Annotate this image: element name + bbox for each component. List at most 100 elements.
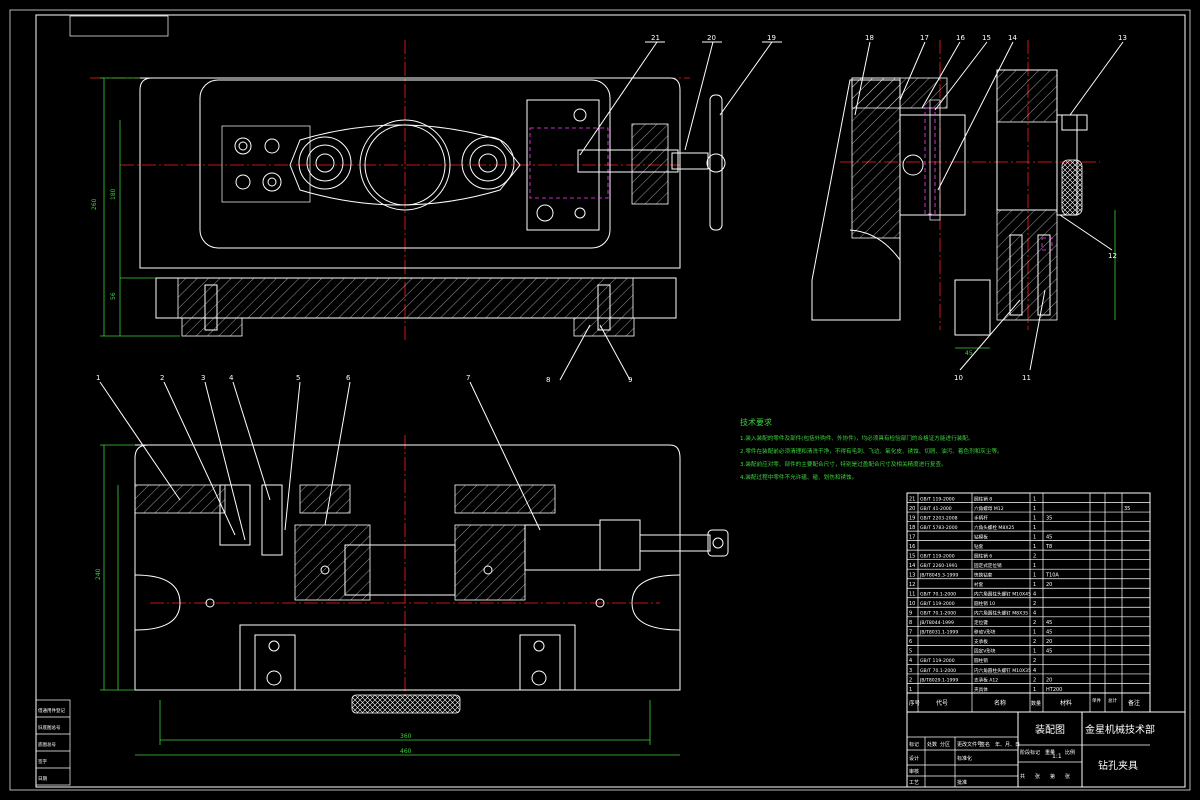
stamp-row-2: 旧底图总号 xyxy=(38,724,61,731)
bom-cell-qty: 1 xyxy=(1033,515,1036,521)
bom-cell-qty: 2 xyxy=(1033,601,1036,607)
bom-cell-mat: T10A xyxy=(1045,573,1059,579)
bom-cell-name: 内六角圆柱头螺钉 M10X45 xyxy=(974,591,1031,598)
product-name: 钻孔夹具 xyxy=(1098,759,1138,772)
tech-req-item-3: 3.装配前应对零、部件的主要配合尺寸，特别是过盈配合尺寸及相关精度进行复查。 xyxy=(740,460,947,468)
top-front-view: 260 180 56 21 20 19 8 9 xyxy=(90,34,782,384)
bom-cell-code: JB/T8029.1-1999 xyxy=(919,677,958,683)
balloon-5: 5 xyxy=(296,374,300,382)
bom-cell-qty: 4 xyxy=(1033,668,1036,674)
bom-cell-name: 六角螺母 M12 xyxy=(974,505,1004,512)
scale-label: 比例 xyxy=(1065,749,1075,756)
bom-cell-name: 六角头螺栓 M8X25 xyxy=(974,524,1014,531)
bom-cell-qty: 1 xyxy=(1033,687,1036,693)
bom-cell-qty: 1 xyxy=(1033,582,1036,588)
bom-cell-no: 20 xyxy=(909,506,915,512)
bom-cell-code: GB/T 119-2000 xyxy=(920,496,955,502)
balloon-19: 19 xyxy=(767,34,776,42)
outer-border xyxy=(9,9,1191,791)
bom-cell-code: JB/T8044-1999 xyxy=(919,620,954,626)
bom-col-unit: 单件 xyxy=(1092,697,1101,704)
bom-cell-qty: 1 xyxy=(1033,525,1036,531)
bom-cell-no: 2 xyxy=(909,677,912,683)
stage-mark: 阶段标记 xyxy=(1020,749,1040,756)
bom-cell-qty: 4 xyxy=(1033,611,1036,617)
sign-signature: 签名 xyxy=(980,741,990,748)
bom-col-total: 总计 xyxy=(1108,697,1117,704)
balloon-14: 14 xyxy=(1008,34,1017,42)
bom-cell-qty: 1 xyxy=(1033,496,1036,502)
sheet-total-1: 共 xyxy=(1020,773,1025,780)
bom-cell-no: 12 xyxy=(909,582,915,588)
bom-cell-name: 手柄杆 xyxy=(974,514,988,521)
bom-cell-no: 21 xyxy=(909,496,915,502)
bom-cell-name: 定位键 xyxy=(974,619,988,626)
bom-cell-no: 15 xyxy=(909,553,915,559)
balloon-16: 16 xyxy=(956,34,965,42)
dim-top-base: 56 xyxy=(110,292,117,300)
bom-cell-mat: 20 xyxy=(1046,677,1052,683)
bom-cell-no: 14 xyxy=(909,563,915,569)
stamp-row-3: 底图总号 xyxy=(38,741,56,748)
bom-cell-no: 8 xyxy=(909,620,912,626)
balloon-11: 11 xyxy=(1022,374,1031,382)
bom-cell-no: 18 xyxy=(909,525,915,531)
scale-value: 1:1 xyxy=(1052,753,1062,760)
sign-count: 处数 xyxy=(927,741,937,748)
bom-cell-mat: 20 xyxy=(1046,582,1052,588)
bom-cell-name: 圆柱销 6 xyxy=(974,552,992,559)
bom-cell-name: 内六角圆柱头螺钉 M8X35 xyxy=(974,610,1028,617)
balloon-1: 1 xyxy=(96,374,100,382)
company-name: 金星机械技术部 xyxy=(1085,723,1155,736)
weight-label: 重量 xyxy=(1045,749,1055,756)
sign-review: 审核 xyxy=(909,768,919,775)
bom-cell-no: 6 xyxy=(909,639,912,645)
bom-cell-name: 衬套 xyxy=(974,581,984,588)
sign-zone: 分区 xyxy=(940,741,950,748)
dim-side-small: 45 xyxy=(965,350,973,357)
bom-cell-no: 3 xyxy=(909,668,912,674)
balloon-18: 18 xyxy=(865,34,874,42)
plan-view: 360 460 240 1 2 3 4 5 6 7 xyxy=(95,374,729,756)
bom-cell-no: 5 xyxy=(909,649,912,655)
bom-col-code: 代号 xyxy=(936,699,948,707)
bom-cell-no: 11 xyxy=(909,592,915,598)
bom-cell-no: 4 xyxy=(909,658,912,664)
bom-cell-name: 内六角圆柱头螺钉 M10X35 xyxy=(974,667,1031,674)
bom-cell-no: 13 xyxy=(909,573,915,579)
bom-cell-no: 16 xyxy=(909,544,915,550)
bom-cell-qty: 1 xyxy=(1033,649,1036,655)
bom-cell-code: GB/T 2203-2008 xyxy=(920,515,958,521)
tech-req-item-4: 4.装配过程中零件不允许磕、碰、划伤和锈蚀。 xyxy=(740,473,857,481)
balloon-10: 10 xyxy=(954,374,963,382)
dim-plan-width-b: 460 xyxy=(400,748,412,755)
bom-cell-no: 1 xyxy=(909,687,912,693)
bom-cell-mat: T8 xyxy=(1045,544,1052,550)
drawing-name: 装配图 xyxy=(1035,723,1065,736)
left-stamp-strip: 借通用件登记 旧底图总号 底图总号 签字 日期 xyxy=(35,699,71,786)
balloon-13: 13 xyxy=(1118,34,1127,42)
bom-cell-code: GB/T 2260-1991 xyxy=(920,563,958,569)
tech-req-item-2: 2.零件在装配前必须清理和清洗干净，不得有毛刺、飞边、氧化皮、锈蚀、切屑、油污、… xyxy=(740,447,1003,455)
balloon-2: 2 xyxy=(160,374,164,382)
bom-cell-name: 圆柱销 10 xyxy=(974,600,995,607)
bom-cell-code: GB/T 5783-2000 xyxy=(920,525,958,531)
balloon-3: 3 xyxy=(201,374,205,382)
bom-cell-qty: 1 xyxy=(1033,544,1036,550)
balloon-4: 4 xyxy=(229,374,234,382)
bom-cell-note: 35 xyxy=(1124,506,1130,512)
sign-mark: 标记 xyxy=(909,741,919,748)
bom-cell-mat: 45 xyxy=(1046,649,1052,655)
bom-cell-name: 快换钻套 xyxy=(974,572,993,579)
bom-cell-qty: 1 xyxy=(1033,563,1036,569)
bom-cell-qty: 2 xyxy=(1033,658,1036,664)
bom-cell-mat: 45 xyxy=(1046,534,1052,540)
top-left-code-box xyxy=(69,15,169,37)
sign-standard: 标准化 xyxy=(957,755,972,762)
balloon-6: 6 xyxy=(346,374,351,382)
sign-date: 年、月、日 xyxy=(995,741,1020,748)
bom-cell-no: 10 xyxy=(909,601,915,607)
bom-cell-qty: 1 xyxy=(1033,573,1036,579)
dim-plan-height: 240 xyxy=(95,568,102,580)
